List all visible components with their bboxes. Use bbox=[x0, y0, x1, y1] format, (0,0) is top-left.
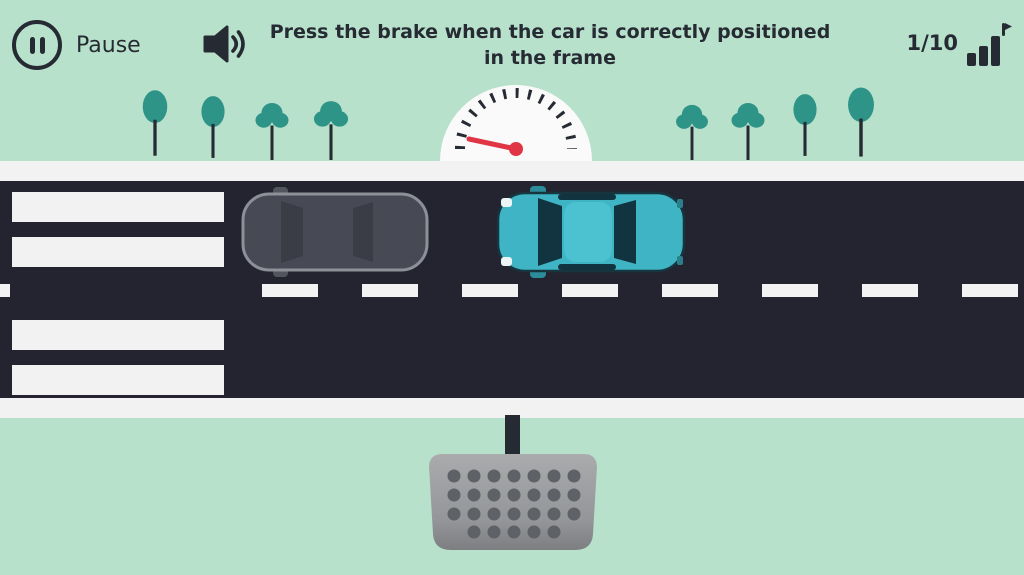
car-windshield bbox=[538, 198, 562, 266]
tree bbox=[255, 103, 289, 160]
center-line-stub bbox=[0, 284, 10, 297]
tree bbox=[313, 101, 349, 160]
ghost-windshield bbox=[281, 201, 303, 263]
tree bbox=[201, 96, 225, 158]
tree bbox=[731, 103, 765, 160]
car-taillight bbox=[677, 199, 683, 208]
pause-bar bbox=[29, 36, 35, 54]
ghost-rear-window bbox=[353, 202, 373, 262]
car-headlight bbox=[501, 198, 512, 207]
instruction-text: Press the brake when the car is correctl… bbox=[240, 19, 860, 71]
flag-pole bbox=[1002, 23, 1005, 36]
pause-icon bbox=[12, 20, 62, 70]
crosswalk-stripe bbox=[12, 320, 224, 350]
progress-levels-flag-icon bbox=[967, 23, 1012, 66]
pause-bar bbox=[39, 36, 45, 54]
instruction-line-2: in the frame bbox=[484, 47, 616, 70]
pause-label: Pause bbox=[76, 32, 141, 58]
player-car bbox=[496, 186, 686, 278]
flag-pennant bbox=[1005, 23, 1012, 30]
instruction-line-1: Press the brake when the car is correctl… bbox=[269, 21, 831, 43]
pause-button[interactable]: Pause bbox=[12, 20, 141, 70]
ghost-car-body bbox=[241, 192, 429, 272]
crosswalk-stripe bbox=[12, 237, 224, 267]
tree bbox=[793, 94, 817, 156]
car-side-window bbox=[558, 194, 616, 200]
speedometer-gauge bbox=[440, 85, 592, 161]
tree bbox=[142, 90, 168, 156]
car-taillight bbox=[677, 256, 683, 265]
car-rear-window bbox=[614, 200, 636, 264]
car-side-window bbox=[558, 264, 616, 270]
score-counter: 1/10 bbox=[906, 31, 958, 55]
car-target-frame bbox=[241, 187, 429, 277]
car-roof bbox=[564, 202, 612, 262]
center-dashed-line bbox=[262, 284, 1024, 297]
gauge-needle bbox=[466, 136, 519, 152]
gauge-needle-hub bbox=[509, 142, 523, 156]
tree bbox=[848, 87, 874, 157]
brake-pedal[interactable] bbox=[424, 450, 602, 554]
crosswalk-stripe bbox=[12, 365, 224, 395]
car-headlight bbox=[501, 257, 512, 266]
gauge-ticks bbox=[455, 88, 577, 150]
crosswalk-stripe bbox=[12, 192, 224, 222]
audio-speaker-icon[interactable] bbox=[203, 24, 249, 64]
tree bbox=[676, 104, 708, 160]
pedal-grip-dots bbox=[447, 469, 581, 539]
